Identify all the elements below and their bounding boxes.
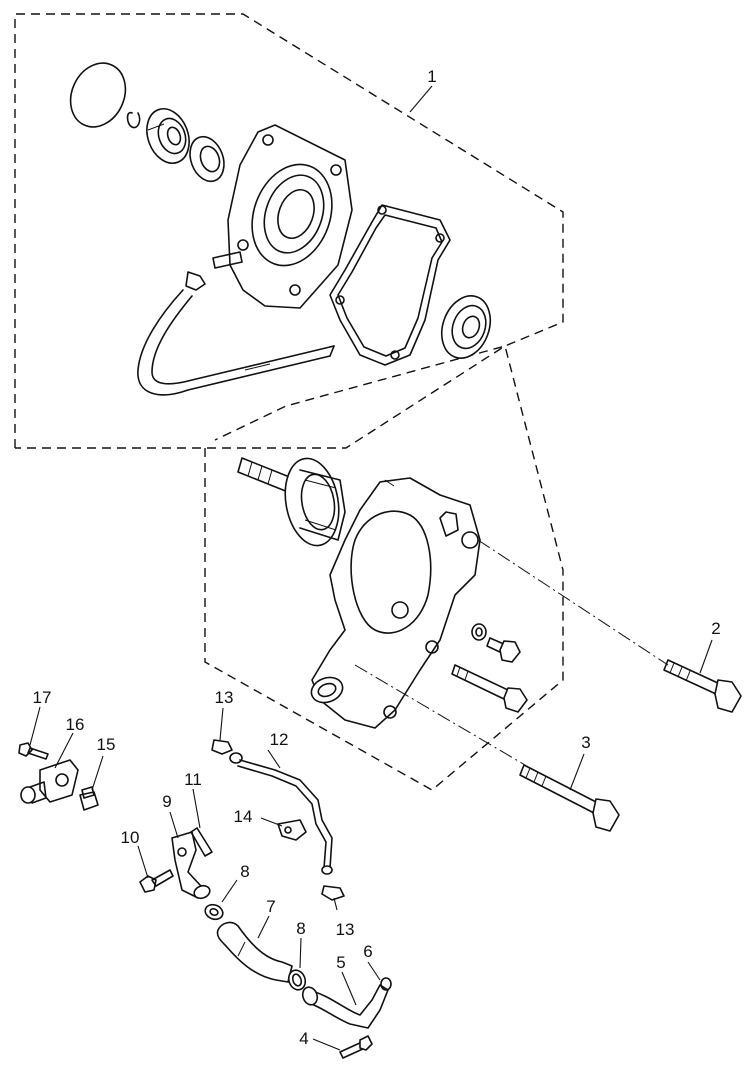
leader-lines [29, 85, 713, 1051]
housing-bolt-short [486, 637, 521, 663]
hose-clip-13-upper [211, 739, 233, 755]
callout-17: 17 [33, 688, 52, 707]
hose-7 [216, 921, 293, 983]
oil-seal [440, 295, 492, 359]
callout-11: 11 [184, 770, 202, 789]
pump-cover-housing [212, 124, 353, 309]
callout-4: 4 [299, 1029, 308, 1048]
o-ring-large [69, 62, 127, 128]
assembly-boundary-lower [204, 345, 564, 791]
callout-1: 1 [427, 67, 436, 86]
assembly-centerlines [354, 539, 669, 766]
callout-7: 7 [266, 897, 275, 916]
circlip-small [126, 111, 141, 129]
bearing-front [146, 108, 190, 164]
housing-washer [471, 623, 487, 641]
callout-13-upper: 13 [215, 688, 234, 707]
callout-13-lower: 13 [336, 920, 355, 939]
bearing-rear [189, 135, 225, 183]
clamp-8-lower [287, 969, 307, 991]
callout-16: 16 [66, 715, 85, 734]
fitting-15 [79, 786, 99, 811]
bolt-4 [339, 1035, 373, 1059]
housing-bolt-mid [451, 664, 528, 713]
clamp-8-upper [204, 903, 224, 921]
hose-clip-13-lower [321, 885, 345, 901]
callout-2: 2 [711, 619, 720, 638]
o-ring-11 [190, 827, 213, 857]
bracket-14 [277, 819, 307, 841]
pipe-12 [229, 752, 333, 875]
callout-3: 3 [581, 733, 590, 752]
callout-9: 9 [162, 792, 171, 811]
flange-pipe-9 [171, 831, 211, 900]
impeller-shaft [237, 457, 293, 493]
cover-gasket [329, 204, 451, 366]
bolt-long-upper [663, 659, 742, 713]
callout-10: 10 [121, 828, 140, 847]
callout-5: 5 [336, 953, 345, 972]
callout-numbers: 1 2 3 4 5 6 7 8 8 9 10 11 12 13 13 14 15… [33, 67, 721, 1048]
assembly-boundary-upper [14, 13, 564, 449]
bolt-10 [139, 869, 174, 893]
o-ring-6 [380, 977, 392, 991]
bolt-17 [18, 742, 49, 760]
bolt-long-lower [519, 764, 620, 832]
callout-8-upper: 8 [240, 862, 249, 881]
callout-8-lower: 8 [296, 919, 305, 938]
callout-15: 15 [97, 735, 116, 754]
callout-14: 14 [234, 807, 253, 826]
callout-6: 6 [363, 942, 372, 961]
impeller [284, 457, 346, 547]
pipe-5 [301, 984, 389, 1029]
callout-12: 12 [270, 730, 289, 749]
pump-housing [310, 477, 481, 729]
thermostat-cover-16 [20, 759, 79, 804]
breather-hose [137, 289, 335, 396]
hose-clip-small-upper [185, 271, 206, 291]
